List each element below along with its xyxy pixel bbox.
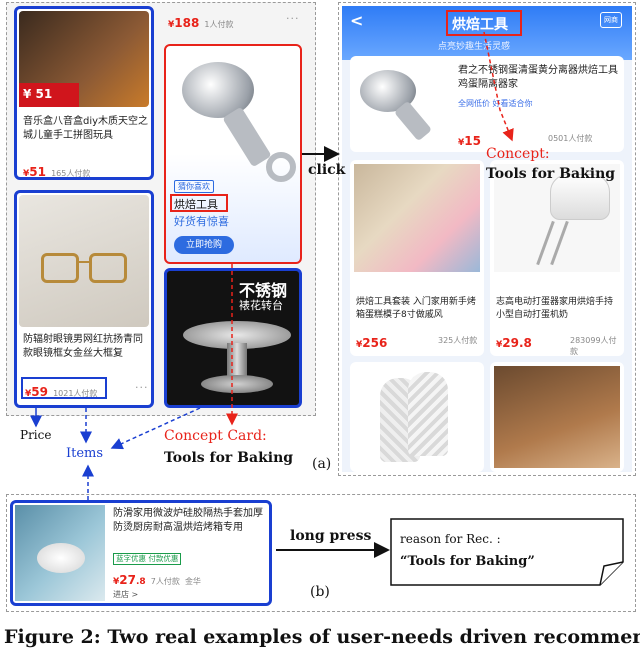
page-title: 烘焙工具	[452, 17, 508, 33]
item-price: 27	[119, 573, 136, 587]
sold-count: 1021人付款	[53, 389, 98, 398]
hero-item-tag: 全网低价 好看适合你	[458, 99, 533, 108]
sold-count: 283099人付款	[570, 336, 617, 356]
item-tag: 蓝字优惠 付款优惠	[113, 553, 182, 565]
concept-card-label-line2: Tools for Baking	[164, 450, 294, 466]
items-label: Items	[66, 446, 104, 461]
egg-separator-image	[176, 56, 296, 186]
back-icon[interactable]: <	[350, 11, 364, 30]
right-screen-frame	[338, 2, 636, 476]
hero-item-card[interactable]: 君之不锈钢蛋清蛋黄分离器烘焙工具鸡蛋隔离器家 全网低价 好看适合你 ¥15 05…	[350, 56, 624, 152]
figure-caption: Figure 2: Two real examples of user-need…	[4, 626, 640, 648]
price-row: ¥51 165人付款	[23, 165, 91, 179]
promo-line2: 裱花转台	[239, 299, 283, 312]
grid-item-image	[354, 164, 480, 272]
price-label: Price	[20, 428, 52, 442]
concept-title-box	[170, 194, 228, 212]
glasses-icon	[41, 253, 129, 287]
long-press-label: long press	[290, 528, 372, 544]
item-card-glasses[interactable]: 防辐射眼镜男网红抗扬青同款眼镜框女金丝大框复 ¥59 1021人付款 ···	[14, 190, 154, 408]
item-image-oven-gloves	[15, 505, 105, 601]
grid-item-oven-mitts[interactable]	[350, 362, 484, 472]
promo-line1: 不锈钢	[239, 281, 288, 300]
item-title: 音乐盒八音盒diy木质天空之城儿童手工拼图玩具	[23, 116, 149, 141]
price-row: ¥59 1021人付款 ···	[25, 381, 149, 399]
concept-title: 烘焙工具	[174, 198, 218, 211]
grid-price-row: ¥29.8 283099人付款	[496, 332, 620, 356]
panel-b-tag: (b)	[310, 584, 330, 600]
hero-item-image	[356, 62, 452, 146]
reason-quote: “Tools for Baking”	[400, 554, 535, 569]
price-row: ¥27.8 7人付款 金华	[113, 573, 201, 587]
oven-mitt-image	[380, 372, 450, 468]
grid-item-image	[494, 164, 620, 272]
reason-title: reason for Rec. :	[400, 532, 501, 546]
grid-item-piping[interactable]	[490, 362, 624, 472]
turntable-image	[183, 321, 291, 401]
concept-card-label-line1: Concept Card:	[164, 428, 267, 444]
panel-b-frame	[6, 494, 636, 612]
hero-item-title: 君之不锈钢蛋清蛋黄分离器烘焙工具鸡蛋隔离器家	[458, 65, 618, 90]
corner-icon[interactable]: 网商	[600, 12, 622, 28]
item-price: 188	[174, 16, 200, 30]
piping-image	[494, 366, 620, 468]
shop-link[interactable]: 进店 >	[113, 590, 139, 599]
item-card-oven-gloves[interactable]: 防滑家用微波炉硅胶隔热手套加厚防烫厨房耐高温烘焙烤箱专用 蓝字优惠 付款优惠 ¥…	[10, 500, 272, 606]
items-arrow-right	[110, 407, 201, 450]
concept-tag: 猜你喜欢	[174, 180, 214, 193]
item-price: 29.8	[502, 336, 532, 350]
hero-price-row: ¥15 0501人付款	[458, 134, 593, 148]
concept-subtitle: 好货有惊喜	[174, 215, 229, 228]
more-icon[interactable]: ···	[135, 381, 149, 394]
item-title: 防辐射眼镜男网红抗扬青同款眼镜框女金丝大框复	[23, 334, 143, 359]
shop-location: 金华	[184, 577, 201, 586]
promo-card-decorating-turntable[interactable]: 不锈钢 裱花转台	[164, 268, 302, 408]
sold-count: 1人付款	[204, 20, 234, 29]
grid-item-mixer[interactable]: 志高电动打蛋器家用烘焙手持小型自动打蛋机奶 ¥29.8 283099人付款	[490, 160, 624, 356]
item-card-music-box[interactable]: ¥ 51 音乐盒八音盒diy木质天空之城儿童手工拼图玩具 ¥51 165人付款	[14, 6, 154, 180]
reason-note: reason for Rec. : “Tools for Baking”	[390, 518, 624, 586]
grid-item-title: 烘焙工具套装 入门家用新手烤箱蛋糕模子8寸做戚风	[356, 297, 476, 320]
panel-a-tag: (a)	[312, 456, 332, 472]
grid-item-baking-set[interactable]: 烘焙工具套装 入门家用新手烤箱蛋糕模子8寸做戚风 ¥256 325人付款	[350, 160, 484, 356]
click-label: click	[308, 162, 346, 178]
sold-count: 7人付款	[150, 577, 180, 586]
sold-count: 165人付款	[51, 169, 91, 178]
price-row-top: ¥188 1人付款 ···	[168, 12, 300, 30]
concept-label-line1: Concept:	[486, 146, 550, 162]
concept-label-line2: Tools for Baking	[486, 166, 616, 182]
grid-item-title: 志高电动打蛋器家用烘焙手持小型自动打蛋机奶	[496, 297, 614, 320]
price-highlight-box	[21, 377, 107, 399]
item-price: 256	[362, 336, 388, 350]
item-title: 防滑家用微波炉硅胶隔热手套加厚防烫厨房耐高温烘焙烤箱专用	[113, 508, 263, 533]
buy-now-button[interactable]: 立即抢购	[174, 236, 234, 254]
concept-card[interactable]: 猜你喜欢 烘焙工具 好货有惊喜 立即抢购	[164, 44, 302, 264]
sold-count: 325人付款	[438, 336, 478, 345]
sold-count: 0501人付款	[548, 134, 593, 143]
item-price: 15	[464, 134, 481, 148]
concept-page-screen: < 烘焙工具 点亮妙趣生活灵感 网商 君之不锈钢蛋清蛋黄分离器烘焙工具鸡蛋隔离器…	[342, 6, 632, 472]
concept-page-banner	[342, 6, 632, 60]
more-icon[interactable]: ···	[286, 12, 300, 25]
promo-badge: ¥ 51	[19, 83, 79, 107]
promo-badge-price: ¥ 51	[23, 87, 53, 101]
page-subtitle: 点亮妙趣生活灵感	[438, 42, 511, 52]
item-price: 59	[31, 385, 48, 399]
concept-pointer	[483, 31, 514, 142]
item-price: 51	[29, 165, 46, 179]
reason-note-shape	[390, 518, 624, 586]
grid-price-row: ¥256 325人付款	[356, 336, 478, 350]
